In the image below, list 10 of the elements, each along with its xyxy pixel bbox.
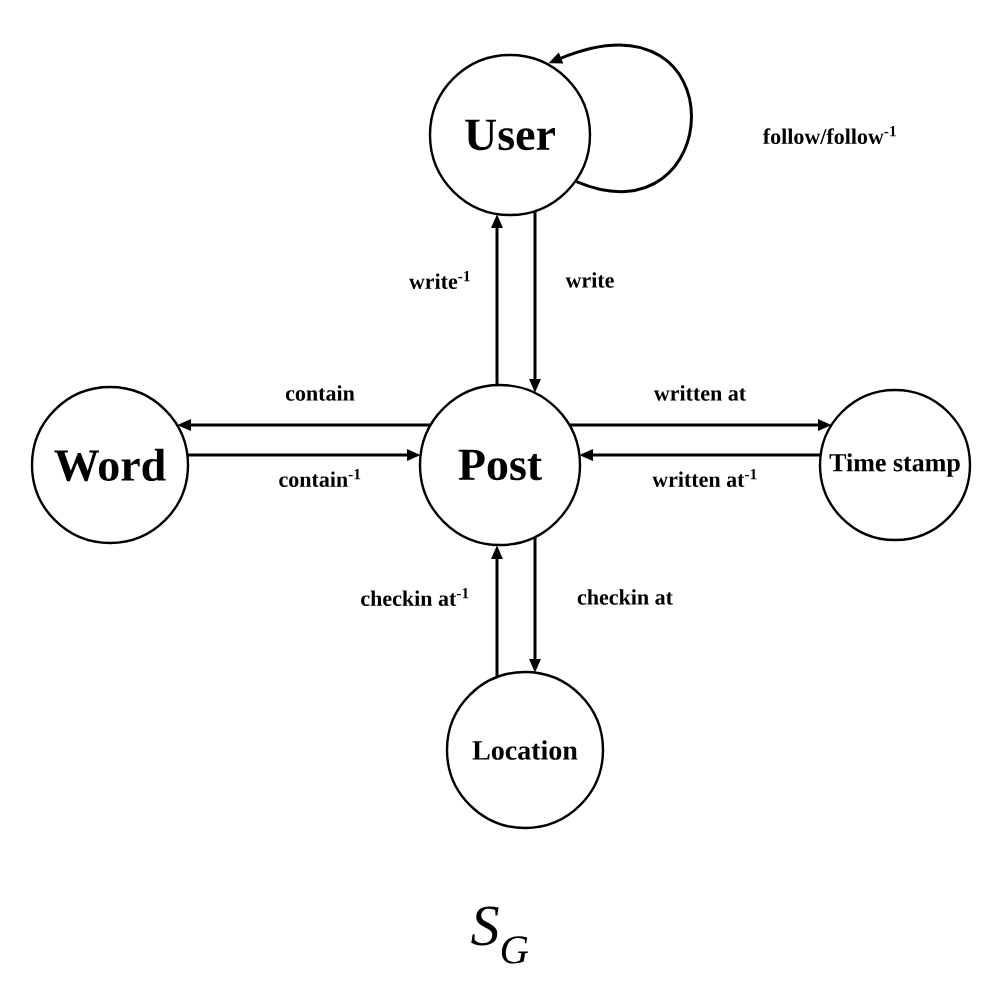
edge-label: written at$^{-1}$ (652, 469, 757, 487)
edge-label: contain$^{-1}$ (279, 469, 361, 487)
edge-label: checkin at (577, 589, 673, 605)
edge-label: checkin at$^{-1}$ (361, 588, 469, 606)
edge-label: written at (653, 385, 747, 401)
edge-label: contain (285, 385, 355, 401)
edge-label: write (565, 272, 614, 288)
edge-label: follow/follow$^{-1}$ (763, 126, 896, 144)
caption: S$_{G}$ (471, 906, 529, 964)
edge-label: write$^{-1}$ (408, 271, 470, 289)
